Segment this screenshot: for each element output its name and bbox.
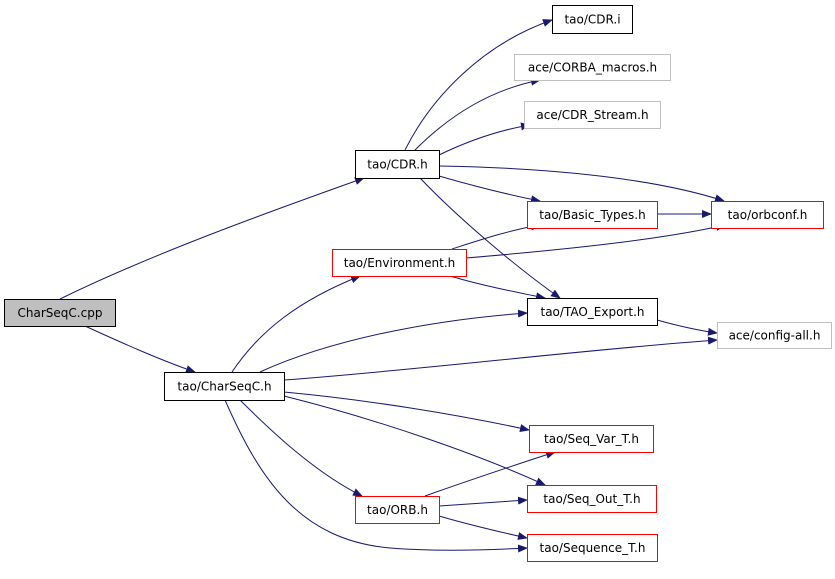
node-tao-cdr-h[interactable]: tao/CDR.h — [355, 150, 440, 179]
node-tao-orbconf[interactable]: tao/orbconf.h — [711, 201, 824, 229]
node-box — [527, 298, 658, 326]
node-tao-sequence-t[interactable]: tao/Sequence_T.h — [527, 534, 658, 562]
node-label: tao/Sequence_T.h — [540, 541, 646, 555]
node-tao-seq-out-t[interactable]: tao/Seq_Out_T.h — [527, 485, 657, 513]
edge-tao-charseqc-h-to-tao-seq-out-t — [283, 395, 546, 486]
node-label: tao/CDR.i — [564, 13, 620, 27]
edge-tao-cdr-h-to-tao-basic-types — [438, 175, 541, 204]
node-box — [527, 201, 658, 229]
edge-tao-tao-export-to-ace-config-all — [656, 319, 718, 336]
node-tao-charseqc-h[interactable]: tao/CharSeqC.h — [164, 372, 285, 401]
edge-charseqc-cpp-to-tao-charseqc-h — [84, 325, 196, 373]
edge-tao-cdr-h-to-ace-corba-macros — [414, 77, 541, 151]
node-box — [527, 485, 657, 513]
node-tao-environment[interactable]: tao/Environment.h — [332, 249, 467, 277]
node-label: tao/CharSeqC.h — [177, 380, 271, 394]
edge-tao-cdr-h-to-tao-orbconf — [438, 165, 725, 202]
edge-tao-charseqc-h-to-tao-tao-export — [259, 309, 528, 373]
node-tao-orb-h[interactable]: tao/ORB.h — [355, 496, 440, 524]
edge-tao-environment-to-tao-basic-types — [451, 222, 541, 250]
edge-tao-cdr-h-to-ace-cdr-stream — [438, 122, 531, 156]
node-tao-basic-types[interactable]: tao/Basic_Types.h — [527, 201, 658, 229]
node-box — [164, 372, 285, 401]
node-label: tao/ORB.h — [367, 503, 428, 517]
node-label: ace/CORBA_macros.h — [528, 61, 657, 75]
edge-tao-environment-to-tao-tao-export — [449, 275, 546, 301]
node-label: tao/Seq_Var_T.h — [544, 432, 639, 446]
edge-tao-charseqc-h-to-tao-environment — [231, 275, 361, 373]
node-tao-tao-export[interactable]: tao/TAO_Export.h — [527, 298, 658, 326]
node-box — [527, 534, 658, 562]
node-label: tao/Seq_Out_T.h — [543, 492, 640, 506]
edges-layer — [59, 19, 726, 553]
node-ace-cdr-stream[interactable]: ace/CDR_Stream.h — [524, 101, 661, 129]
node-label: tao/Environment.h — [344, 256, 456, 270]
node-label: ace/config-all.h — [729, 329, 821, 343]
node-box — [332, 249, 467, 277]
edge-tao-orb-h-to-tao-sequence-t — [438, 515, 528, 540]
node-box — [4, 299, 116, 327]
edge-tao-cdr-h-to-tao-tao-export — [419, 177, 561, 299]
node-label: tao/TAO_Export.h — [541, 305, 645, 319]
node-box — [711, 201, 824, 229]
node-label: CharSeqC.cpp — [18, 306, 103, 320]
node-box — [514, 54, 671, 81]
node-box — [552, 5, 633, 34]
node-label: ace/CDR_Stream.h — [536, 108, 648, 122]
node-label: tao/Basic_Types.h — [539, 208, 645, 222]
node-ace-corba-macros[interactable]: ace/CORBA_macros.h — [514, 54, 671, 81]
edge-tao-charseqc-h-to-tao-sequence-t — [224, 399, 528, 553]
node-box — [355, 496, 440, 524]
node-box — [529, 425, 654, 453]
edge-tao-charseqc-h-to-tao-orb-h — [239, 399, 363, 497]
node-tao-seq-var-t[interactable]: tao/Seq_Var_T.h — [529, 425, 654, 453]
node-label: tao/CDR.h — [367, 158, 427, 172]
edge-tao-charseqc-h-to-ace-config-all — [283, 336, 718, 381]
node-box — [524, 101, 661, 129]
node-label: tao/orbconf.h — [728, 208, 808, 222]
edge-tao-orb-h-to-tao-seq-var-t — [424, 450, 556, 497]
node-charseqc-cpp[interactable]: CharSeqC.cpp — [4, 299, 116, 327]
node-tao-cdr-i[interactable]: tao/CDR.i — [552, 5, 633, 34]
edge-tao-charseqc-h-to-tao-seq-var-t — [283, 391, 530, 432]
nodes-layer: CharSeqC.cpp tao/CDR.i ace/CORBA_macros.ha… — [4, 5, 832, 562]
edge-tao-orb-h-to-tao-seq-out-t — [438, 496, 528, 507]
node-box — [717, 322, 832, 349]
edge-tao-cdr-h-to-tao-cdr-i — [404, 19, 553, 151]
node-ace-config-all[interactable]: ace/config-all.h — [717, 322, 832, 349]
edge-tao-environment-to-tao-orbconf — [465, 223, 726, 259]
edge-charseqc-cpp-to-tao-cdr-h — [59, 177, 365, 300]
node-box — [355, 150, 440, 179]
